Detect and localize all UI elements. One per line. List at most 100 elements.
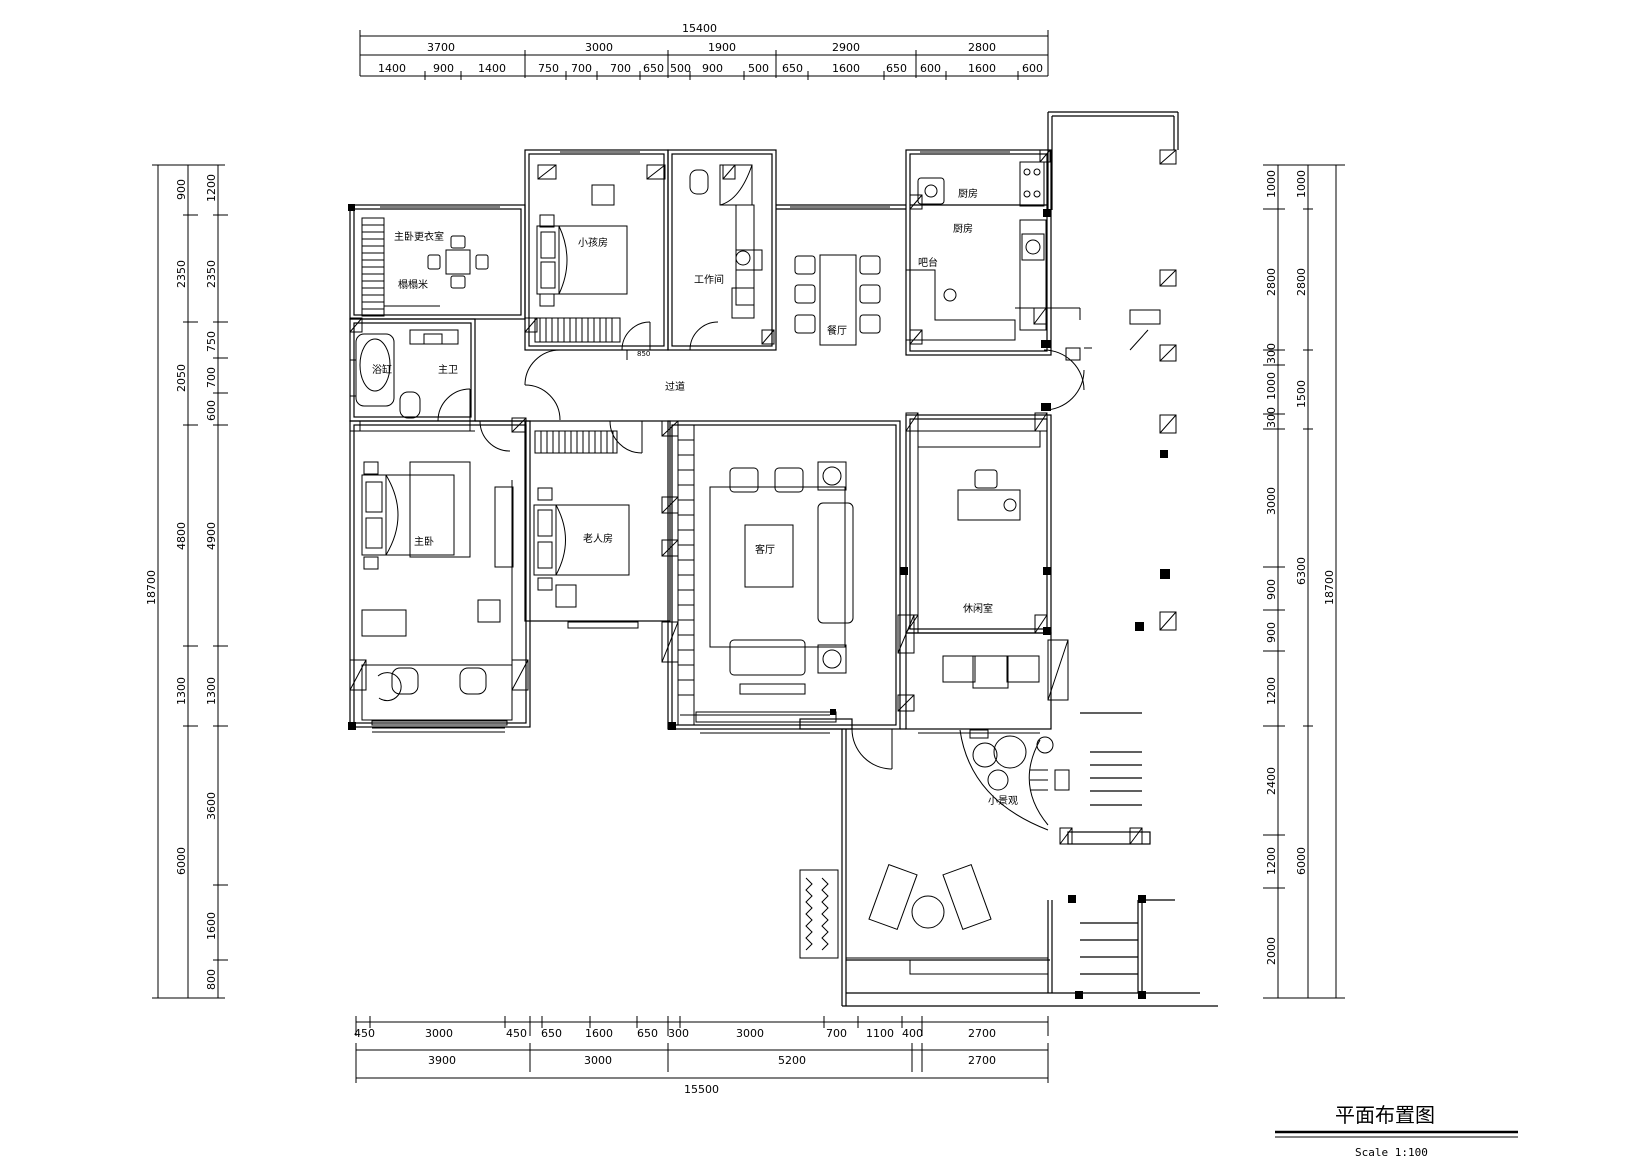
right-inner-dim: 2400	[1265, 767, 1278, 795]
top-total-dim: 15400	[682, 22, 717, 35]
bottom-small-dim: 700	[826, 1027, 847, 1040]
bottom-mid-dim: 5200	[778, 1054, 806, 1067]
top-small-dim: 700	[571, 62, 592, 75]
kids-bed	[534, 184, 651, 360]
left-inner-dim: 2350	[205, 260, 218, 288]
bottom-small-dimensions	[356, 1064, 1048, 1082]
top-small-dim: 1600	[968, 62, 996, 75]
bottom-small-dim: 3000	[425, 1027, 453, 1040]
bathroom-fixtures	[349, 329, 471, 422]
title-block: 平面布置图 Scale 1:100	[1275, 1103, 1518, 1159]
bottom-mid-dim: 3900	[428, 1054, 456, 1067]
bottom-total-dim: 15500	[684, 1083, 719, 1096]
label-tatami: 榻榻米	[398, 278, 428, 291]
room-labels: 主卧更衣室 榻榻米 小孩房 工作间 餐厅 厨房 厨房 吧台 浴缸 主卫 过道 主…	[372, 187, 1018, 807]
top-small-dim: 600	[920, 62, 941, 75]
label-living: 客厅	[755, 543, 775, 556]
bottom-small-dim: 300	[668, 1027, 689, 1040]
top-small-dim: 1400	[478, 62, 506, 75]
label-elder-room: 老人房	[583, 532, 613, 545]
bottom-small-dim: 2700	[968, 1027, 996, 1040]
left-outer-dim: 6000	[175, 847, 188, 875]
right-inner-dim: 1200	[1265, 677, 1278, 705]
right-inner-dim: 2800	[1265, 268, 1278, 296]
top-mid-dim: 3000	[585, 41, 613, 54]
dining-set	[794, 254, 881, 346]
living-furniture	[677, 424, 854, 726]
label-door-width: 850	[637, 350, 650, 358]
left-inner-dim: 4900	[205, 522, 218, 550]
leisure-furniture	[917, 430, 1069, 831]
left-outer-dim: 4800	[175, 522, 188, 550]
top-small-dim: 1600	[832, 62, 860, 75]
right-dimensions: 1000 2800 300 1000 300 3000 900 900 1200…	[1263, 164, 1345, 999]
top-small-dim: 500	[670, 62, 691, 75]
right-inner-dim: 900	[1265, 622, 1278, 643]
right-outer-dim: 6300	[1295, 557, 1308, 585]
left-inner-dim: 600	[205, 400, 218, 421]
top-small-dim: 700	[610, 62, 631, 75]
top-dimensions: 15400 3700 3000 1900 2900 2800 1400 900 …	[359, 22, 1049, 80]
label-leisure: 休闲室	[963, 602, 993, 615]
bottom-small-dim-chain: 450 3000 450 650 1600 650 300 3000 700 1…	[354, 1016, 1049, 1040]
bottom-mid-dim: 2700	[968, 1054, 996, 1067]
bottom-small-dim: 650	[637, 1027, 658, 1040]
label-dining: 餐厅	[827, 324, 847, 337]
right-inner-dim: 300	[1265, 407, 1278, 428]
elder-room-furniture	[511, 430, 639, 660]
left-inner-dim: 1200	[205, 174, 218, 202]
label-corridor: 过道	[665, 380, 685, 393]
right-inner-dim: 300	[1265, 343, 1278, 364]
bar-counter	[905, 269, 1016, 341]
top-small-dim: 1400	[378, 62, 406, 75]
tea-table-set	[427, 235, 489, 289]
bottom-mid-dim: 3000	[584, 1054, 612, 1067]
right-outer-dim: 1000	[1295, 170, 1308, 198]
label-kitchen-2: 厨房	[953, 222, 973, 235]
utility-fixtures	[689, 164, 763, 351]
bottom-small-dim: 1100	[866, 1027, 894, 1040]
left-total-dim: 18700	[145, 570, 158, 605]
left-outer-dim: 900	[175, 179, 188, 200]
drawing-title: 平面布置图	[1335, 1103, 1435, 1127]
right-inner-dim: 1000	[1265, 170, 1278, 198]
entry-path	[1065, 309, 1161, 361]
right-total-dim: 18700	[1323, 570, 1336, 605]
top-small-dim: 650	[886, 62, 907, 75]
left-inner-dim: 750	[205, 331, 218, 352]
kitchen-fixtures	[917, 161, 1081, 331]
left-outer-dim: 2350	[175, 260, 188, 288]
exterior-walls	[349, 111, 1218, 1007]
top-mid-dim: 2900	[832, 41, 860, 54]
right-outer-dim: 2800	[1295, 268, 1308, 296]
top-small-dim: 650	[782, 62, 803, 75]
bottom-small-dim: 400	[902, 1027, 923, 1040]
label-bar: 吧台	[918, 256, 938, 269]
wardrobe-hatch	[361, 217, 525, 320]
bottom-dimensions: 15500 3900 3000 5200 2700	[355, 1043, 1049, 1096]
left-inner-dim: 700	[205, 367, 218, 388]
bottom-small-dim: 1600	[585, 1027, 613, 1040]
garden-feature	[969, 729, 1070, 791]
top-small-dim: 900	[702, 62, 723, 75]
top-small-dim: 500	[748, 62, 769, 75]
top-mid-dim: 2800	[968, 41, 996, 54]
right-inner-dim: 3000	[1265, 487, 1278, 515]
label-kids-room: 小孩房	[578, 236, 608, 249]
left-inner-dim: 1300	[205, 677, 218, 705]
label-master-bedroom: 主卧	[414, 535, 434, 548]
label-utility: 工作间	[694, 273, 724, 286]
right-inner-dim: 2000	[1265, 937, 1278, 965]
right-outer-dim: 1500	[1295, 380, 1308, 408]
top-mid-dim: 1900	[708, 41, 736, 54]
hatched-pillars	[349, 149, 1177, 845]
top-small-dim: 750	[538, 62, 559, 75]
label-master-bath: 浴缸	[372, 363, 392, 376]
left-outer-dim: 2050	[175, 364, 188, 392]
right-inner-dim: 1000	[1265, 372, 1278, 400]
master-bedroom-furniture	[350, 420, 514, 726]
bottom-small-dim: 650	[541, 1027, 562, 1040]
label-garden: 小景观	[988, 795, 1018, 807]
terrace-lounge	[799, 863, 1049, 975]
